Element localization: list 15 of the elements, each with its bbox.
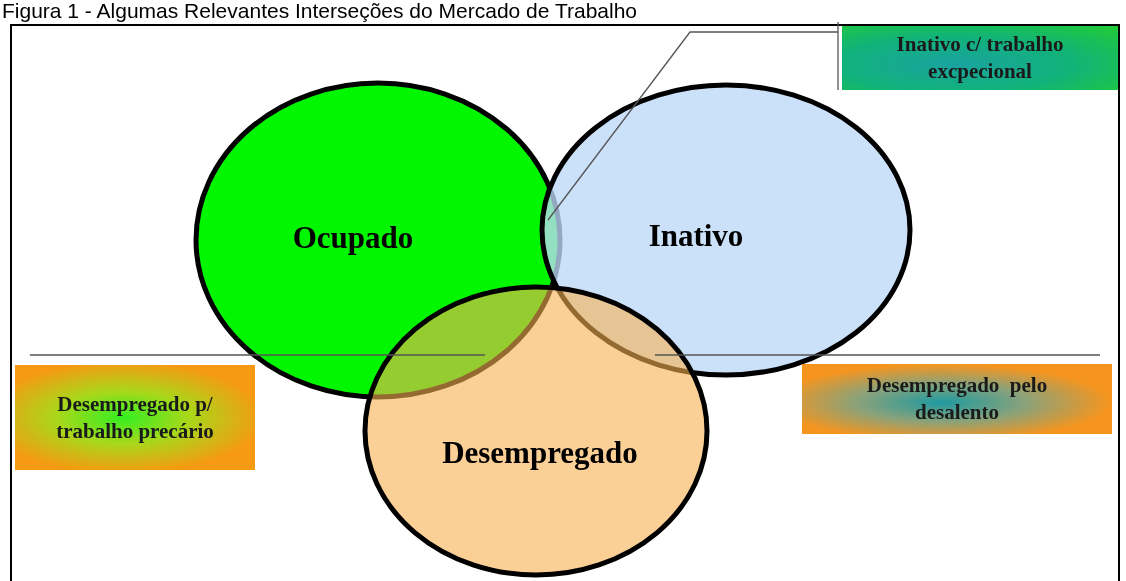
set-ellipse (362, 284, 710, 578)
note-box (15, 365, 255, 470)
set-label: Inativo (648, 216, 744, 255)
set-label: Ocupado (292, 218, 414, 257)
note-text: Desempregado pelo desalento (865, 372, 1049, 426)
note-box (802, 364, 1112, 434)
note-text: Desempregado p/ trabalho precário (55, 390, 215, 445)
set-ellipse (539, 82, 913, 378)
note-box (842, 26, 1118, 90)
note-text: Inativo c/ trabalho excpecional (895, 31, 1065, 85)
figure-title: Figura 1 - Algumas Relevantes Interseções do Mercado de Trabalho (2, 0, 637, 23)
leader-line (29, 354, 486, 356)
leader-line (547, 21, 839, 221)
set-label: Desempregado (442, 433, 638, 472)
leader-line (654, 354, 1101, 356)
